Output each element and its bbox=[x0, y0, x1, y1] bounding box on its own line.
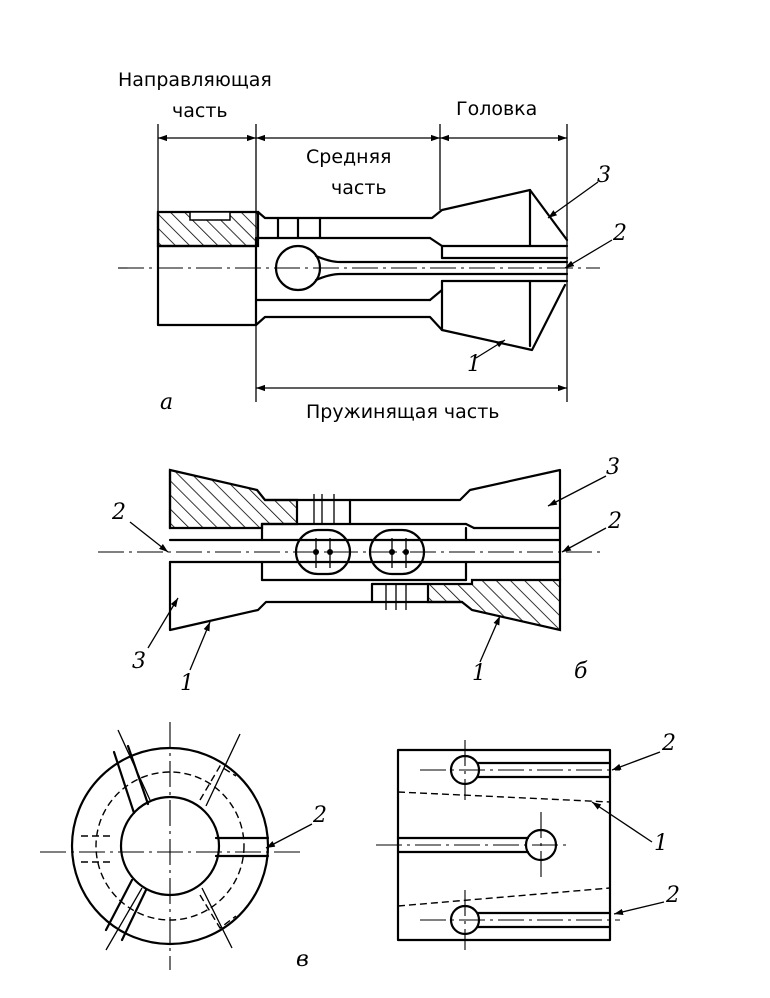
callout-1-b-right: 1 bbox=[472, 661, 486, 686]
guide-part-label-line2: часть bbox=[172, 100, 228, 122]
callout-2-a: 2 bbox=[612, 221, 627, 246]
figure-v-end-view: 2 bbox=[40, 722, 327, 970]
callout-1-a: 1 bbox=[467, 352, 481, 377]
figure-b: 3 2 2 3 1 1 б bbox=[98, 455, 622, 696]
guide-part-label: Направляющая bbox=[118, 69, 272, 91]
callout-1-v-side: 1 bbox=[654, 831, 668, 856]
figure-b-label: б bbox=[574, 659, 588, 684]
figure-a: Направляющая часть Головка Средняя часть… bbox=[118, 69, 627, 423]
head-label: Головка bbox=[456, 98, 537, 120]
callout-3-b-left: 3 bbox=[132, 649, 146, 674]
middle-part-label: Средняя bbox=[306, 146, 391, 168]
callout-2-v-side-bottom: 2 bbox=[665, 883, 680, 908]
callout-2-b-left: 2 bbox=[111, 500, 126, 525]
callout-2-b-right: 2 bbox=[607, 509, 622, 534]
callout-2-v-end: 2 bbox=[312, 803, 327, 828]
spring-part-label: Пружинящая часть bbox=[306, 401, 500, 423]
figure-a-label: а bbox=[160, 390, 173, 415]
callout-3-a: 3 bbox=[597, 163, 611, 188]
callout-2-v-side-top: 2 bbox=[661, 731, 676, 756]
figure-v-side-view: 2 1 2 в bbox=[296, 731, 680, 972]
middle-part-label-line2: часть bbox=[331, 177, 387, 199]
callout-3-b-top: 3 bbox=[606, 455, 620, 480]
callout-1-b-left: 1 bbox=[180, 671, 194, 696]
figure-v-label: в bbox=[296, 947, 309, 972]
